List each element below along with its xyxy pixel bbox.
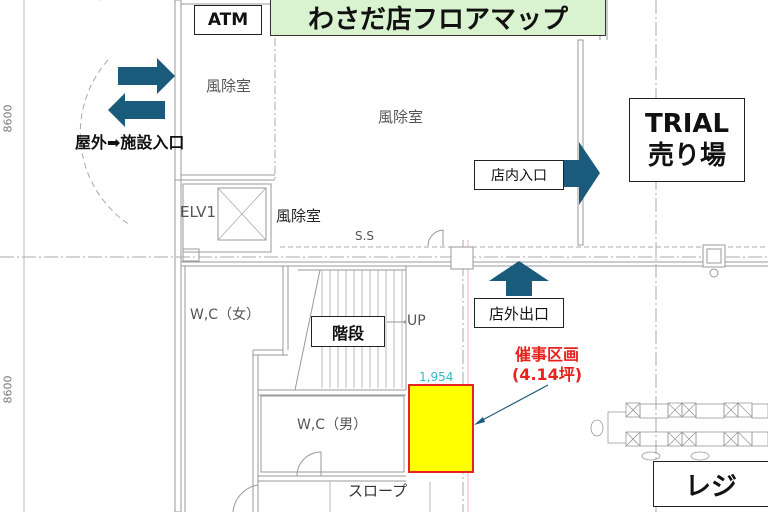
stairs-label: 階段 (311, 316, 385, 347)
trial-sales-floor-label: TRIAL 売り場 (629, 98, 745, 182)
register-label: レジ (653, 461, 768, 507)
page-title: わさだ店フロアマップ (270, 0, 606, 36)
dimension-top: 8600 (1, 104, 15, 133)
trial-label-line1: TRIAL (644, 109, 730, 139)
event-area-label-line2: (4.14坪) (512, 365, 583, 384)
store-entrance-label: 店内入口 (474, 160, 564, 190)
room-ss: S.S (355, 229, 375, 243)
room-windbreak-1: 風除室 (206, 77, 252, 95)
dimension-bottom: 8600 (1, 375, 15, 404)
room-windbreak-2: 風除室 (378, 108, 424, 126)
event-area-label-line1: 催事区画 (515, 345, 580, 364)
store-exit-label: 店外出口 (474, 298, 564, 328)
atm-label: ATM (194, 5, 262, 35)
stairs-up-label: UP (407, 313, 426, 329)
outdoor-to-facility-label: 屋外➡施設入口 (75, 133, 185, 152)
trial-label-line2: 売り場 (647, 141, 726, 171)
room-elevator: ELV1 (180, 203, 216, 221)
event-area-label: 催事区画 (4.14坪) (512, 345, 582, 385)
room-restroom-women: W,C（女） (190, 307, 261, 323)
event-area-width-dimension: 1,954 (419, 370, 454, 384)
room-windbreak-3: 風除室 (276, 207, 322, 225)
room-restroom-men: W,C（男） (297, 417, 368, 433)
event-area-block (409, 385, 473, 472)
room-slope: スロープ (348, 482, 408, 500)
